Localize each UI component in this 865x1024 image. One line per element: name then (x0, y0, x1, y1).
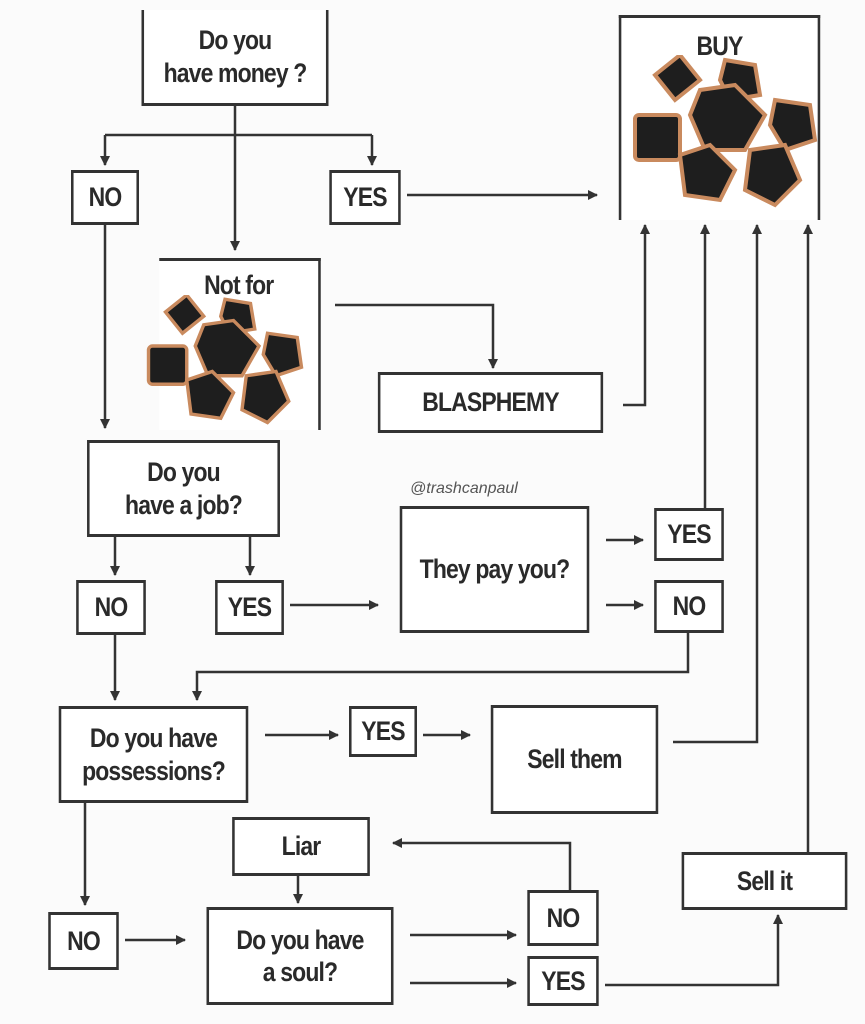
node-yes-money: YES (329, 170, 401, 225)
node-label: YES (541, 965, 585, 996)
node-yes-job: YES (215, 580, 284, 635)
node-label: Do you have possessions? (82, 723, 226, 786)
node-label: Do you have money ? (163, 25, 308, 88)
node-have-possessions: Do you have possessions? (58, 706, 249, 803)
node-label: YES (343, 182, 387, 213)
node-they-pay: They pay you? (399, 506, 590, 633)
node-label: Liar (281, 831, 322, 862)
die-shape (633, 113, 682, 162)
node-sell-it: Sell it (681, 852, 848, 910)
node-label: NO (94, 592, 129, 623)
node-have-money: Do you have money ? (141, 10, 329, 106)
node-liar: Liar (232, 817, 370, 876)
node-label: Do you have a soul? (236, 924, 364, 987)
die-shape (146, 344, 189, 386)
node-have-job: Do you have a job? (87, 440, 280, 537)
node-yes-possessions: YES (349, 706, 417, 757)
node-label: NO (67, 925, 101, 956)
node-label: Not for (204, 270, 274, 300)
node-label: NO (88, 182, 123, 213)
node-no-soul: NO (527, 890, 599, 946)
node-label: They pay you? (419, 554, 570, 585)
die-shape (240, 369, 291, 425)
node-label: Sell them (527, 744, 622, 775)
node-blasphemy: BLASPHEMY (377, 372, 604, 433)
die-shape (193, 318, 262, 378)
node-no-job: NO (76, 580, 146, 635)
node-label: YES (227, 592, 272, 623)
die-shape (687, 82, 768, 152)
node-label: NO (672, 591, 707, 622)
node-label: NO (546, 902, 581, 933)
die-shape (163, 295, 207, 336)
node-have-soul: Do you have a soul? (206, 907, 394, 1005)
die-shape (742, 142, 803, 208)
credit-handle: @trashcanpaul (410, 480, 518, 497)
node-yes-pay: YES (654, 508, 724, 561)
die-shape (261, 331, 304, 378)
node-label: YES (361, 716, 405, 747)
dice-set-image-not-for (146, 295, 304, 425)
node-yes-soul: YES (527, 956, 599, 1006)
node-label: Do you have a job? (125, 457, 243, 520)
die-shape (677, 142, 738, 203)
node-no-money: NO (71, 170, 139, 225)
node-label: YES (667, 519, 711, 550)
die-shape (184, 369, 236, 421)
node-sell-them: Sell them (490, 705, 659, 814)
dice-set-image-buy (633, 55, 818, 208)
node-no-pay: NO (654, 580, 724, 633)
node-no-possessions: NO (48, 912, 119, 970)
die-shape (767, 97, 818, 153)
node-label: BLASPHEMY (422, 387, 559, 418)
node-label: Sell it (736, 865, 793, 896)
node-label: BUY (696, 31, 744, 61)
die-shape (652, 55, 703, 103)
